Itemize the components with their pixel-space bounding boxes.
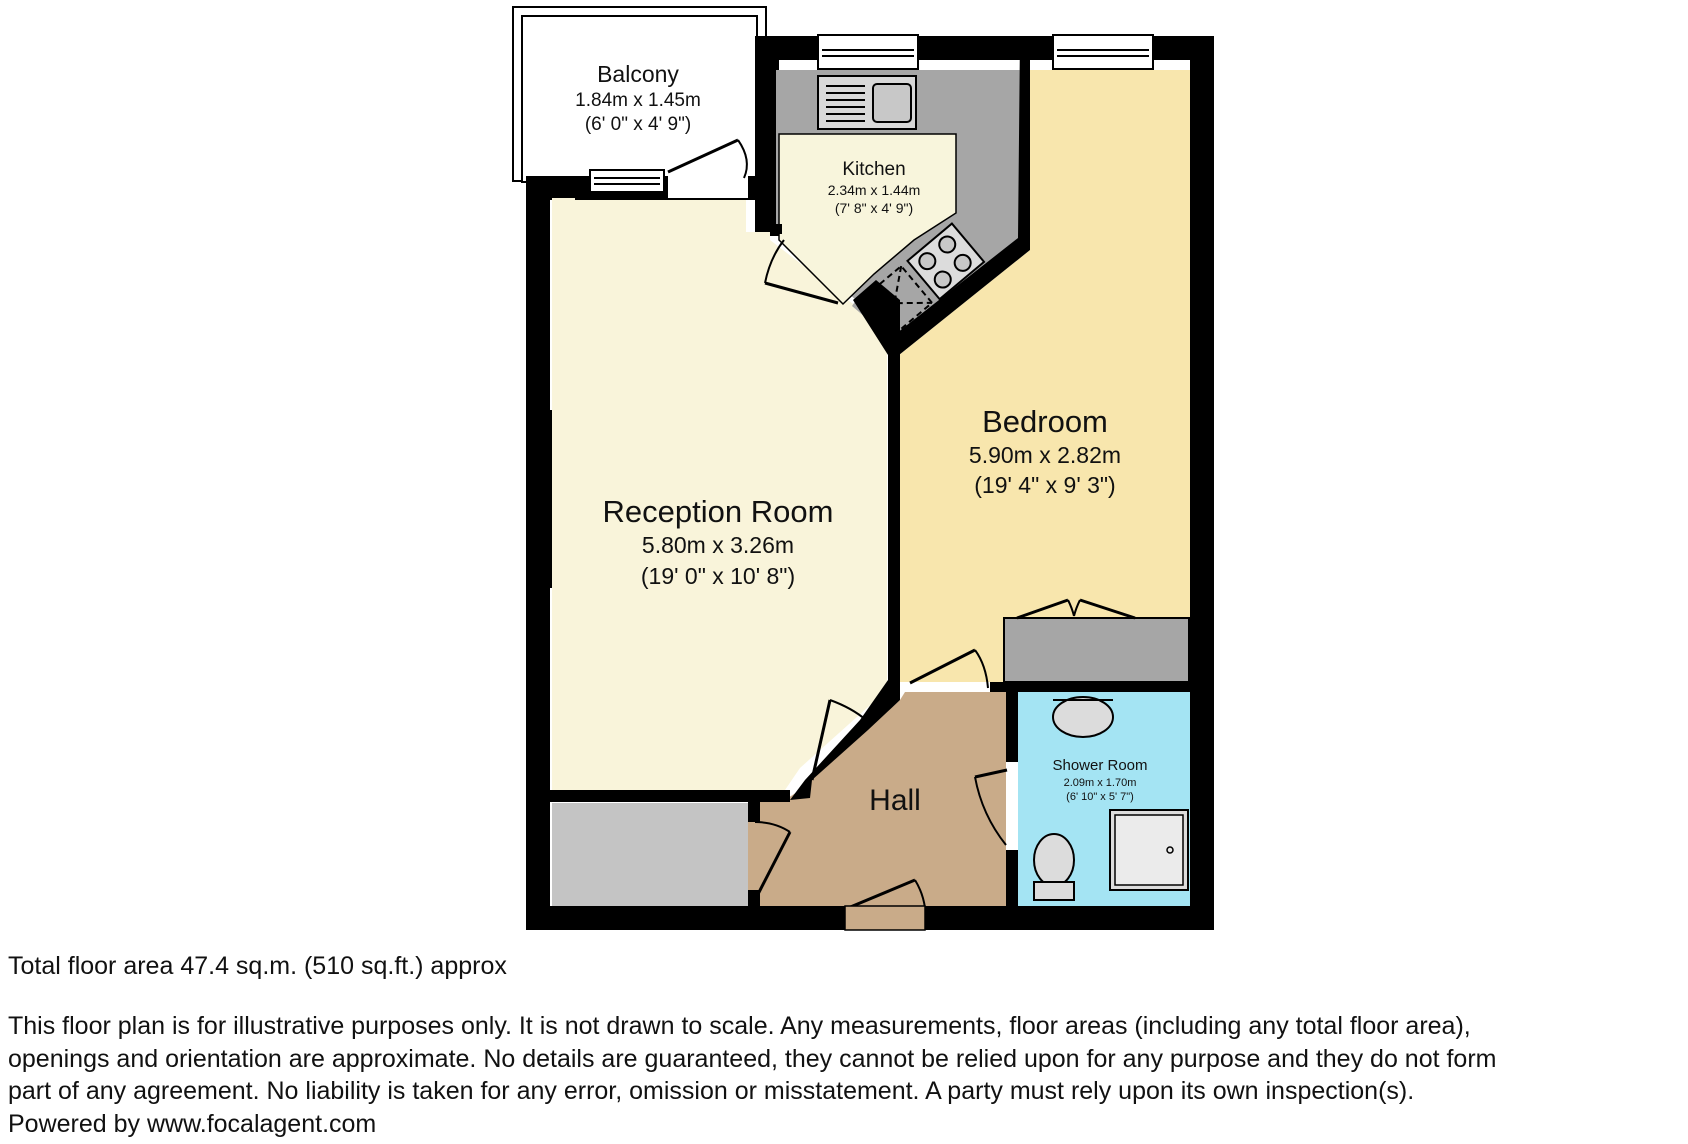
interior-walls	[540, 36, 1200, 906]
windows	[589, 34, 1154, 198]
kitchen	[776, 70, 1020, 345]
disclaimer-line: part of any agreement. No liability is t…	[8, 1077, 1415, 1105]
kitchen-imperial: (7' 8" x 4' 9")	[835, 200, 913, 216]
balcony-metric: 1.84m x 1.45m	[575, 90, 701, 111]
disclaimer-line: This floor plan is for illustrative purp…	[8, 1012, 1471, 1040]
doors	[667, 138, 1136, 910]
bedroom-metric: 5.90m x 2.82m	[969, 442, 1121, 468]
reception-strip	[575, 200, 746, 232]
hall-name: Hall	[869, 784, 921, 817]
room-labels: Balcony 1.84m x 1.45m (6' 0" x 4' 9") Ki…	[575, 61, 1147, 817]
reception-metric: 5.80m x 3.26m	[642, 532, 794, 558]
shower-room	[1018, 692, 1190, 906]
total-floor-area: Total floor area 47.4 sq.m. (510 sq.ft.)…	[8, 952, 507, 980]
toilet-icon	[1033, 833, 1075, 887]
disclaimer-line: openings and orientation are approximate…	[8, 1044, 1497, 1073]
kitchen-name: Kitchen	[842, 159, 905, 180]
reception-name: Reception Room	[603, 494, 834, 529]
balcony	[512, 6, 767, 183]
shower-name: Shower Room	[1052, 757, 1147, 774]
entrance-threshold	[844, 905, 926, 931]
balcony-imperial: (6' 0" x 4' 9")	[585, 114, 691, 135]
storage-cupboard	[552, 803, 748, 906]
disclaimer: This floor plan is for illustrative purp…	[8, 1010, 1684, 1140]
kitchen-metric: 2.34m x 1.44m	[828, 182, 921, 198]
hob-icon	[906, 222, 986, 301]
hall-floor	[748, 692, 1006, 906]
bedroom-floor	[899, 70, 1190, 682]
powered-by: Powered by www.focalagent.com	[8, 1109, 377, 1138]
bedroom-name: Bedroom	[982, 404, 1108, 439]
reception-imperial: (19' 0" x 10' 8")	[641, 563, 795, 589]
basin-icon	[1052, 696, 1114, 738]
shower-metric: 2.09m x 1.70m	[1064, 777, 1137, 789]
balcony-name: Balcony	[597, 61, 679, 87]
reception-room-floor	[552, 198, 887, 790]
bedroom-imperial: (19' 4" x 9' 3")	[974, 472, 1115, 498]
shower-imperial: (6' 10" x 5' 7")	[1066, 791, 1134, 803]
wardrobe	[1003, 617, 1190, 683]
